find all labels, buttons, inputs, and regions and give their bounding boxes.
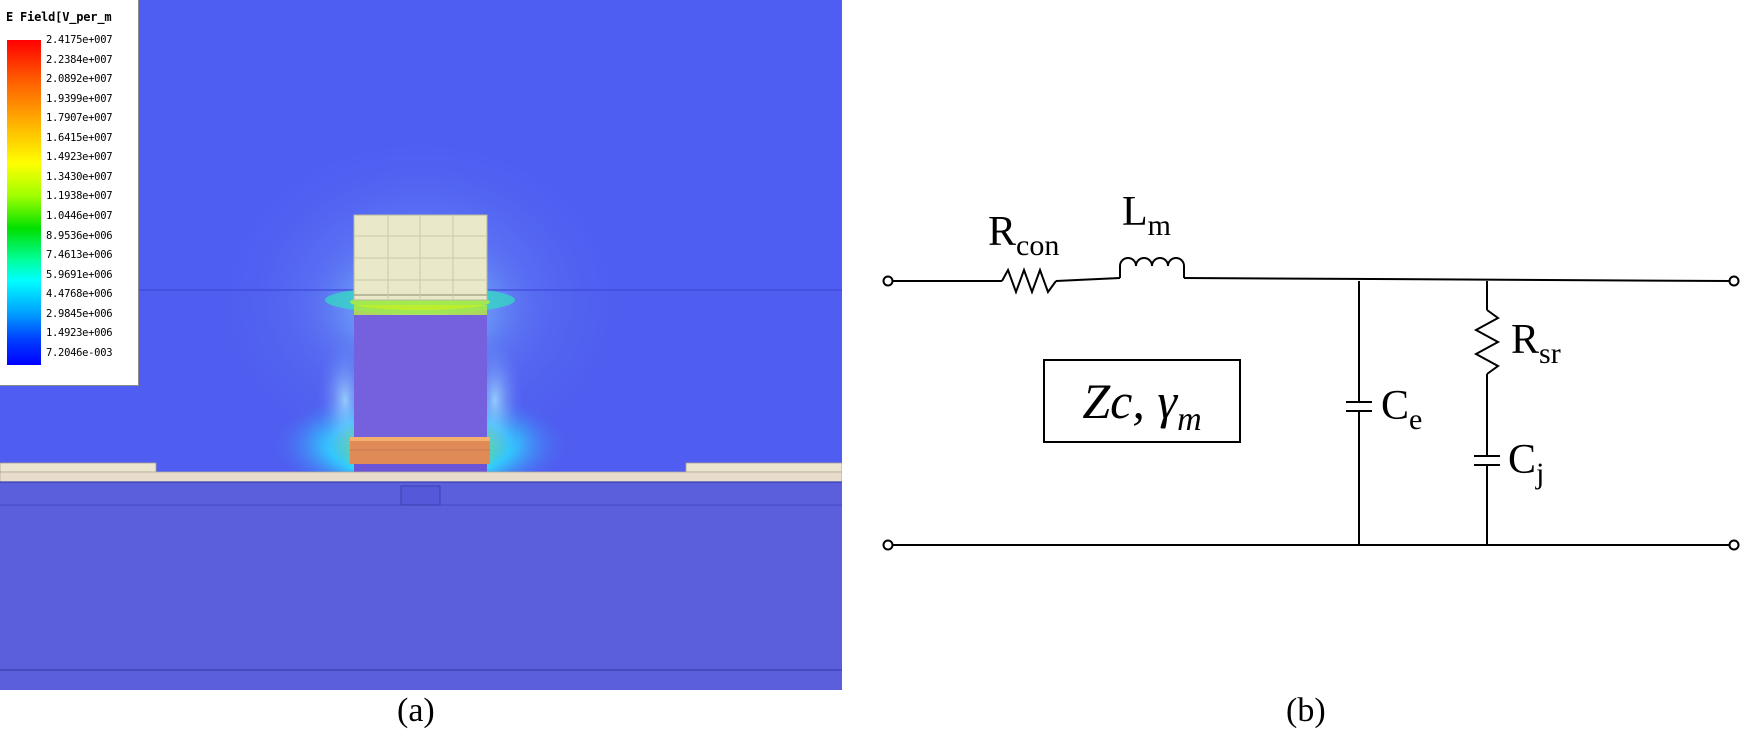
legend-tick-label: 5.9691e+006 bbox=[46, 268, 113, 281]
output-terminal-top bbox=[1728, 275, 1740, 287]
legend-tick-label: 1.6415e+007 bbox=[46, 131, 113, 144]
equivalent-circuit bbox=[882, 257, 1740, 551]
legend-tick-label: 1.0446e+007 bbox=[46, 209, 113, 222]
transmission-line-parameter-box: Zc, γm bbox=[1043, 359, 1241, 443]
label-r-sr: Rsr bbox=[1511, 317, 1561, 370]
caption-b: (b) bbox=[1286, 692, 1326, 729]
legend-tick-label: 1.4923e+007 bbox=[46, 151, 113, 164]
field-simulation-image bbox=[0, 0, 842, 690]
input-terminal-top bbox=[882, 275, 894, 287]
legend-title: E Field[V_per_m bbox=[6, 10, 112, 24]
legend-tick-label: 2.4175e+007 bbox=[46, 34, 113, 46]
label-c-e: Ce bbox=[1381, 383, 1423, 436]
label-r-con: Rcon bbox=[988, 209, 1060, 262]
legend-tick-label: 8.9536e+006 bbox=[46, 229, 113, 242]
legend-tick-label: 2.9845e+006 bbox=[46, 307, 113, 320]
field-legend: E Field[V_per_m 2.4175e+007 2.2384e+007 2.… bbox=[0, 0, 139, 386]
legend-tick-label: 1.9399e+007 bbox=[46, 92, 113, 105]
circuit-panel: Rcon Lm Rsr Ce Cj Zc, γm bbox=[870, 0, 1740, 690]
label-c-j: Cj bbox=[1508, 437, 1545, 490]
legend-tick-label: 2.2384e+007 bbox=[46, 53, 113, 66]
rcon-resistor-symbol bbox=[1001, 267, 1057, 295]
legend-tick-label: 7.4613e+006 bbox=[46, 249, 113, 262]
label-l-m: Lm bbox=[1122, 189, 1171, 242]
legend-tick-label: 4.4768e+006 bbox=[46, 288, 113, 301]
caption-a: (a) bbox=[397, 692, 435, 729]
legend-tick-label: 1.1938e+007 bbox=[46, 190, 113, 203]
legend-color-bar bbox=[7, 40, 41, 365]
legend-tick-label: 1.7907e+007 bbox=[46, 112, 113, 125]
rsr-resistor-symbol bbox=[1473, 309, 1501, 375]
legend-tick-label: 1.4923e+006 bbox=[46, 327, 113, 340]
lm-inductor-symbol bbox=[1119, 257, 1185, 278]
output-terminal-bottom bbox=[1728, 539, 1740, 551]
legend-tick-label: 1.3430e+007 bbox=[46, 170, 113, 183]
field-plot-panel: E Field[V_per_m 2.4175e+007 2.2384e+007 2.… bbox=[0, 0, 842, 690]
legend-tick-label: 2.0892e+007 bbox=[46, 73, 113, 86]
input-terminal-bottom bbox=[882, 539, 894, 551]
legend-tick-label: 7.2046e-003 bbox=[46, 346, 113, 359]
